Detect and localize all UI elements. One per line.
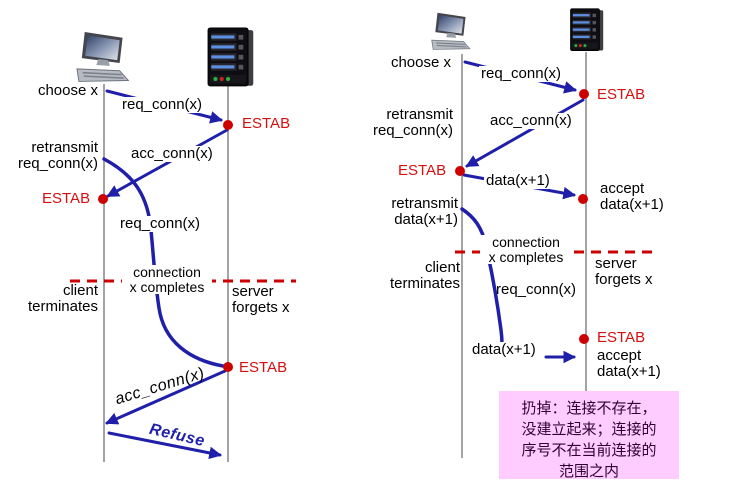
right-acc-conn-arrow <box>465 98 585 168</box>
left-choose-x-label: choose x <box>37 82 98 99</box>
right-server-forgets-x-label: server forgets x <box>595 255 653 288</box>
left-acc-conn-arrow <box>106 128 229 198</box>
right-client-estab-dot <box>455 166 465 176</box>
left-acc-conn-label: acc_conn(x) <box>129 145 215 162</box>
left-req-conn-label: req_conn(x) <box>120 96 205 113</box>
right-retransmit-data-label: retransmit data(x+1) <box>391 195 458 228</box>
left-server-forgets-x-label: server forgets x <box>232 283 290 316</box>
right-server-estab-dot-2 <box>579 334 589 344</box>
left-retransmit-req-conn-curve <box>102 157 225 368</box>
server-icon <box>570 8 604 51</box>
client-computer-icon <box>76 31 130 82</box>
right-server-estab-label: ESTAB <box>597 86 646 103</box>
right-late-data-label: data(x+1) <box>470 341 538 358</box>
right-accept-data-late-label: accept data(x+1) <box>597 347 661 380</box>
right-client-estab-label: ESTAB <box>398 162 447 179</box>
server-icon <box>207 27 254 87</box>
left-server-estab-dot-2 <box>223 362 233 372</box>
right-req-conn-retransmitted-label: req_conn(x) <box>496 281 577 298</box>
right-acc-conn-label: acc_conn(x) <box>488 112 574 129</box>
left-req-conn-retransmitted-label: req_conn(x) <box>118 215 203 232</box>
left-client-terminates-label: client terminates <box>27 282 98 315</box>
left-refuse-arrow <box>107 431 222 460</box>
right-data-label: data(x+1) <box>484 172 552 189</box>
right-choose-x-label: choose x <box>390 54 451 71</box>
left-server-estab-dot <box>223 120 233 130</box>
right-retransmit-data-curve <box>460 207 504 347</box>
right-client-terminates-label: client terminates <box>389 259 460 292</box>
right-server-accept-dot <box>578 194 588 204</box>
client-computer-icon <box>431 12 471 50</box>
left-retransmit-req-conn-label: retransmit req_conn(x) <box>17 139 98 172</box>
right-req-conn-label: req_conn(x) <box>479 65 564 82</box>
left-server-estab-label: ESTAB <box>242 115 291 132</box>
right-server-estab-late-label: ESTAB <box>597 329 646 346</box>
left-server-estab-late-label: ESTAB <box>239 359 288 376</box>
discard-note-box: 扔掉：连接不存在， 没建立起来；连接的 序号不在当前连接的 范围之内 <box>499 391 679 480</box>
left-client-estab-dot <box>98 194 108 204</box>
right-connection-completes-label: connection x completes <box>480 235 572 264</box>
left-acc-conn-late-arrow <box>105 369 227 425</box>
left-connection-completes-label: connection x completes <box>122 265 212 294</box>
right-accept-data-label: accept data(x+1) <box>600 180 664 213</box>
right-server-estab-dot <box>579 89 589 99</box>
right-retransmit-req-conn-label: retransmit req_conn(x) <box>372 106 453 139</box>
left-client-estab-label: ESTAB <box>42 190 91 207</box>
